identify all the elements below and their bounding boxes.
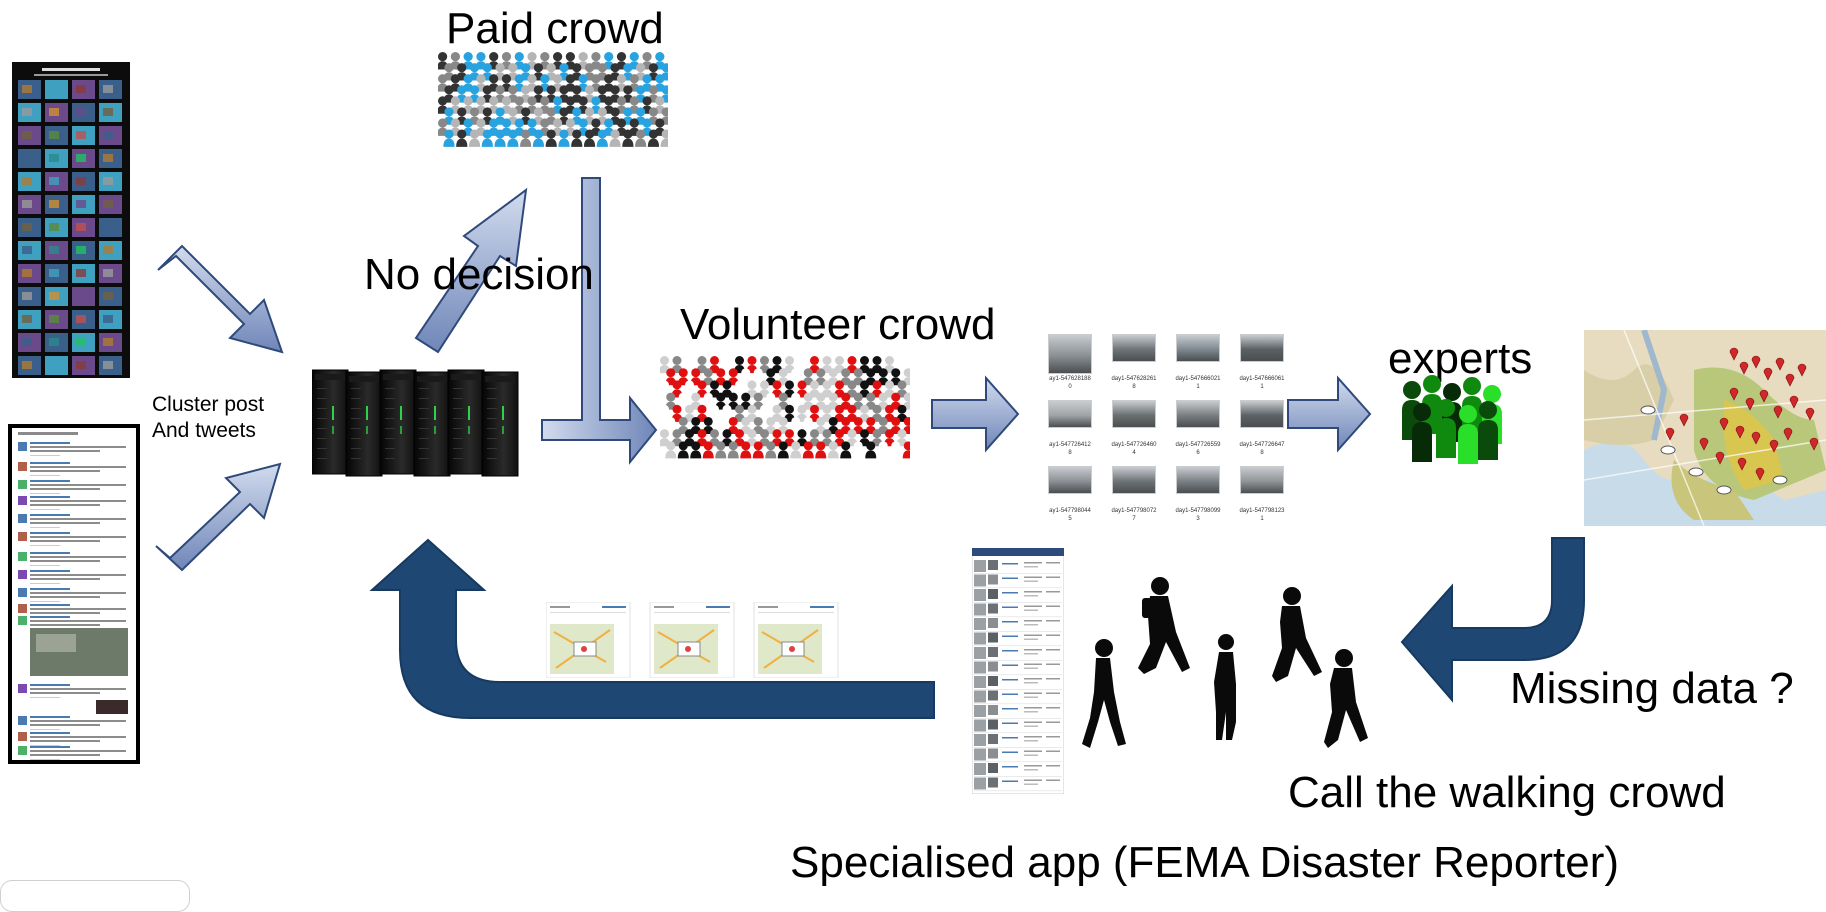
photo-caption: day1-547666061 bbox=[1239, 376, 1285, 382]
missing-data-label: Missing data ? bbox=[1510, 664, 1794, 713]
street-photo-thumb bbox=[1048, 400, 1092, 428]
tweets-panel bbox=[8, 424, 140, 764]
street-photo-thumb bbox=[1048, 334, 1092, 374]
cluster-post-label-line2: And tweets bbox=[152, 419, 256, 442]
photo-caption: day1-547666021 bbox=[1175, 376, 1221, 382]
street-photo-thumb bbox=[1240, 400, 1284, 428]
no-decision-label: No decision bbox=[364, 250, 594, 299]
instagram-photo-grid bbox=[12, 62, 130, 378]
street-photo-thumb bbox=[1176, 466, 1220, 494]
photo-caption: day1-547726559 bbox=[1175, 442, 1221, 448]
arrow-photos-to-experts bbox=[1287, 375, 1372, 453]
street-photo-thumb bbox=[1176, 400, 1220, 428]
photo-caption-index: 3 bbox=[1196, 516, 1200, 522]
photo-caption-index: 4 bbox=[1132, 450, 1136, 456]
photo-mosaic-image bbox=[12, 62, 130, 378]
photo-caption: day1-547628261 bbox=[1111, 376, 1157, 382]
walking-people-icon bbox=[1082, 577, 1368, 748]
photo-caption-index: 8 bbox=[1260, 450, 1264, 456]
photo-caption: day1-547798072 bbox=[1111, 508, 1157, 514]
call-walking-crowd-label: Call the walking crowd bbox=[1288, 768, 1726, 817]
street-photo-grid: ay1-547628188 0 day1-547628261 8 day1-547666… bbox=[1040, 334, 1290, 530]
photo-caption-index: 1 bbox=[1260, 384, 1264, 390]
photo-caption-index: 1 bbox=[1196, 384, 1200, 390]
photo-caption: ay1-547726412 bbox=[1049, 442, 1091, 448]
paid-crowd-icon bbox=[438, 52, 668, 147]
arrow-map-to-walking-crowd bbox=[1400, 537, 1585, 703]
arrow-bottom-left-to-server bbox=[155, 462, 282, 572]
volunteer-crowd-label: Volunteer crowd bbox=[680, 300, 996, 349]
arrow-volunteer-to-photos bbox=[931, 375, 1020, 453]
server-rack-icon bbox=[312, 369, 519, 477]
paid-crowd-label: Paid crowd bbox=[446, 4, 664, 53]
street-photo-thumb bbox=[1048, 466, 1092, 494]
street-photo-thumb bbox=[1112, 334, 1156, 362]
arrows-layer bbox=[155, 177, 1585, 719]
photo-caption: day1-547726460 bbox=[1111, 442, 1157, 448]
photo-caption-index: 7 bbox=[1132, 516, 1136, 522]
app-report-list bbox=[972, 548, 1064, 794]
photo-caption: ay1-547798044 bbox=[1049, 508, 1091, 514]
photo-caption-index: 5 bbox=[1068, 516, 1072, 522]
photo-caption-index: 6 bbox=[1196, 450, 1200, 456]
photo-caption: ay1-547628188 bbox=[1049, 376, 1091, 382]
street-photo-thumb bbox=[1176, 334, 1220, 362]
arrow-paid-to-volunteer bbox=[541, 177, 658, 465]
arrow-app-return-to-server bbox=[369, 538, 935, 719]
specialised-app-label: Specialised app (FEMA Disaster Reporter) bbox=[790, 838, 1619, 887]
experts-crowd-icon bbox=[1402, 375, 1502, 464]
map-icon bbox=[1584, 330, 1826, 526]
street-photo-thumb bbox=[1112, 466, 1156, 494]
photo-caption-index: 8 bbox=[1132, 384, 1136, 390]
experts-label: experts bbox=[1388, 334, 1533, 383]
street-photo-thumb bbox=[1240, 466, 1284, 494]
disaster-reporter-screens bbox=[546, 602, 839, 678]
photo-caption-index: 0 bbox=[1068, 384, 1072, 390]
photo-caption: day1-547798099 bbox=[1175, 508, 1221, 514]
street-photo-thumb bbox=[1240, 334, 1284, 362]
arrow-top-left-to-server bbox=[157, 244, 284, 354]
arrow-server-to-paid-crowd bbox=[414, 187, 528, 354]
volunteer-crowd-icon bbox=[660, 356, 910, 459]
photo-caption: day1-547798123 bbox=[1239, 508, 1285, 514]
tweets-content-image bbox=[12, 428, 136, 760]
corner-tab bbox=[0, 880, 190, 912]
photo-caption-index: 1 bbox=[1260, 516, 1264, 522]
cluster-post-label-line1: Cluster post bbox=[152, 393, 265, 416]
photo-caption-index: 8 bbox=[1068, 450, 1072, 456]
photo-caption: day1-547726647 bbox=[1239, 442, 1285, 448]
street-photo-thumb bbox=[1112, 400, 1156, 428]
